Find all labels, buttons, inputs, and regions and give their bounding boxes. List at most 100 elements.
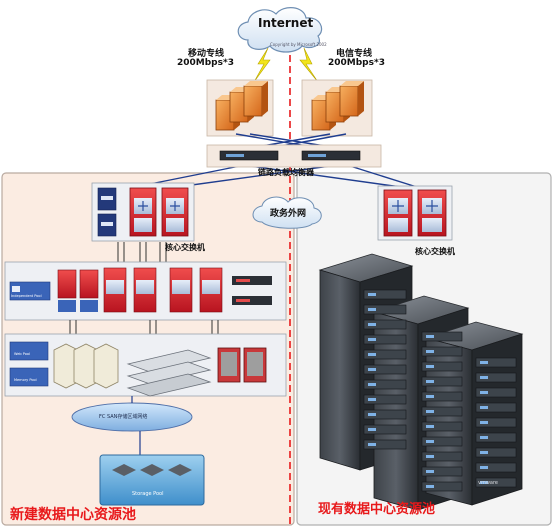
internet-label: Internet <box>258 16 314 30</box>
access-switch-row <box>103 267 223 313</box>
gov-net-cloud <box>252 196 322 229</box>
rack-server-unit <box>421 346 463 357</box>
security-appliance-stack <box>57 269 99 312</box>
isp-right-bandwidth: 200Mbps*3 <box>328 58 385 68</box>
core-switch-right-label: 核心交换机 <box>415 247 455 256</box>
rack-server-unit <box>363 334 407 345</box>
rack-status-led <box>480 421 488 424</box>
rack-server-unit <box>363 439 407 450</box>
rack-status-led <box>368 383 376 386</box>
core-switch-right-unit-1 <box>383 189 413 237</box>
core-switch-left-label: 核心交换机 <box>165 243 205 252</box>
rack-status-led <box>480 391 488 394</box>
blade-servers <box>126 349 212 397</box>
link-load-balancer-label: 链路负载均衡器 <box>258 168 314 177</box>
uplink-connector <box>117 242 167 262</box>
compute-connector <box>69 320 219 334</box>
rack-status-led <box>480 361 488 364</box>
tower-servers <box>53 343 119 389</box>
rack-server-unit <box>363 379 407 390</box>
storage-pool-label: Storage Pool <box>132 491 164 497</box>
san-label: FC SAN存储区域网络 <box>99 414 148 420</box>
rack-status-led <box>426 365 434 368</box>
isp-left-bandwidth: 200Mbps*3 <box>177 58 234 68</box>
core-switch-left-appliance <box>97 187 117 237</box>
mgmt-pool-label: Independent Pool <box>11 294 42 298</box>
rack-status-led <box>368 338 376 341</box>
storage-units <box>112 464 192 476</box>
rack-status-led <box>480 481 488 484</box>
vm-pool-db-label: Memory Pool <box>14 378 37 382</box>
rack-server-unit <box>363 319 407 330</box>
existing-dc-label: 现有数据中心资源池 <box>318 502 436 517</box>
storage-pool-box <box>99 454 205 506</box>
rack-status-led <box>480 376 488 379</box>
rack-server-unit <box>363 289 407 300</box>
rack-status-led <box>426 350 434 353</box>
link-load-balancer-bg <box>206 144 382 168</box>
rack-status-led <box>368 293 376 296</box>
rack-server-unit <box>363 424 407 435</box>
rack-server-unit <box>475 432 517 443</box>
san-links <box>131 396 141 455</box>
rack-status-led <box>426 425 434 428</box>
rack-status-led <box>426 410 434 413</box>
rack-server-unit <box>421 436 463 447</box>
rack-server-unit <box>475 372 517 383</box>
isp-right-name: 电信专线 <box>336 49 373 59</box>
rack-brand-label: vmware <box>478 480 499 486</box>
internet-sublabel: Copyright by Microsoft 2002 <box>270 42 327 47</box>
rack-server-unit <box>421 466 463 477</box>
rack-server-unit <box>475 417 517 428</box>
rack-status-led <box>368 428 376 431</box>
storage-cabinets <box>217 347 267 383</box>
rack-status-led <box>426 380 434 383</box>
rack-server-unit <box>363 409 407 420</box>
rack-status-led <box>480 466 488 469</box>
rack-status-led <box>368 368 376 371</box>
rack-server-unit <box>421 361 463 372</box>
rack-status-led <box>426 395 434 398</box>
rack-server-unit <box>421 451 463 462</box>
rack-server-unit <box>421 421 463 432</box>
rack-status-led <box>480 451 488 454</box>
internet-cloud <box>237 7 323 53</box>
rack-server-unit <box>475 387 517 398</box>
rack-status-led <box>368 308 376 311</box>
isp-left-name: 移动专线 <box>188 49 225 59</box>
rack-server-unit <box>421 406 463 417</box>
rack-server-unit <box>421 376 463 387</box>
load-balancer-device-left <box>219 150 279 161</box>
rack-status-led <box>368 353 376 356</box>
mgmt-pool <box>9 281 51 301</box>
rack-status-led <box>426 455 434 458</box>
rack-status-led <box>426 440 434 443</box>
rack-server-unit <box>475 477 517 488</box>
rack-server-unit <box>475 447 517 458</box>
rack-server-unit <box>475 402 517 413</box>
vm-pool-web-label: Web Pool <box>14 352 30 356</box>
rack-server-unit <box>363 304 407 315</box>
rack-status-led <box>426 335 434 338</box>
rack-server-unit <box>475 462 517 473</box>
rack-server-unit <box>363 349 407 360</box>
rack-status-led <box>480 436 488 439</box>
new-dc-label: 新建数据中心资源池 <box>10 507 136 523</box>
rack-status-led <box>368 443 376 446</box>
lightning-icon <box>253 47 271 83</box>
rack-server-unit <box>475 357 517 368</box>
rack-status-led <box>426 470 434 473</box>
core-switch-right-unit-2 <box>417 189 447 237</box>
rack-server-unit <box>363 364 407 375</box>
rack-server-unit <box>363 394 407 405</box>
gov-net-label: 政务外网 <box>270 209 307 219</box>
rack-server-unit <box>421 391 463 402</box>
rack-status-led <box>480 406 488 409</box>
rack-status-led <box>368 413 376 416</box>
rack-server-slots <box>363 289 517 492</box>
lightning-icon <box>299 47 319 83</box>
vm-pool-stack <box>9 341 49 387</box>
edge-devices <box>232 276 272 305</box>
load-balancer-device-right <box>301 150 361 161</box>
